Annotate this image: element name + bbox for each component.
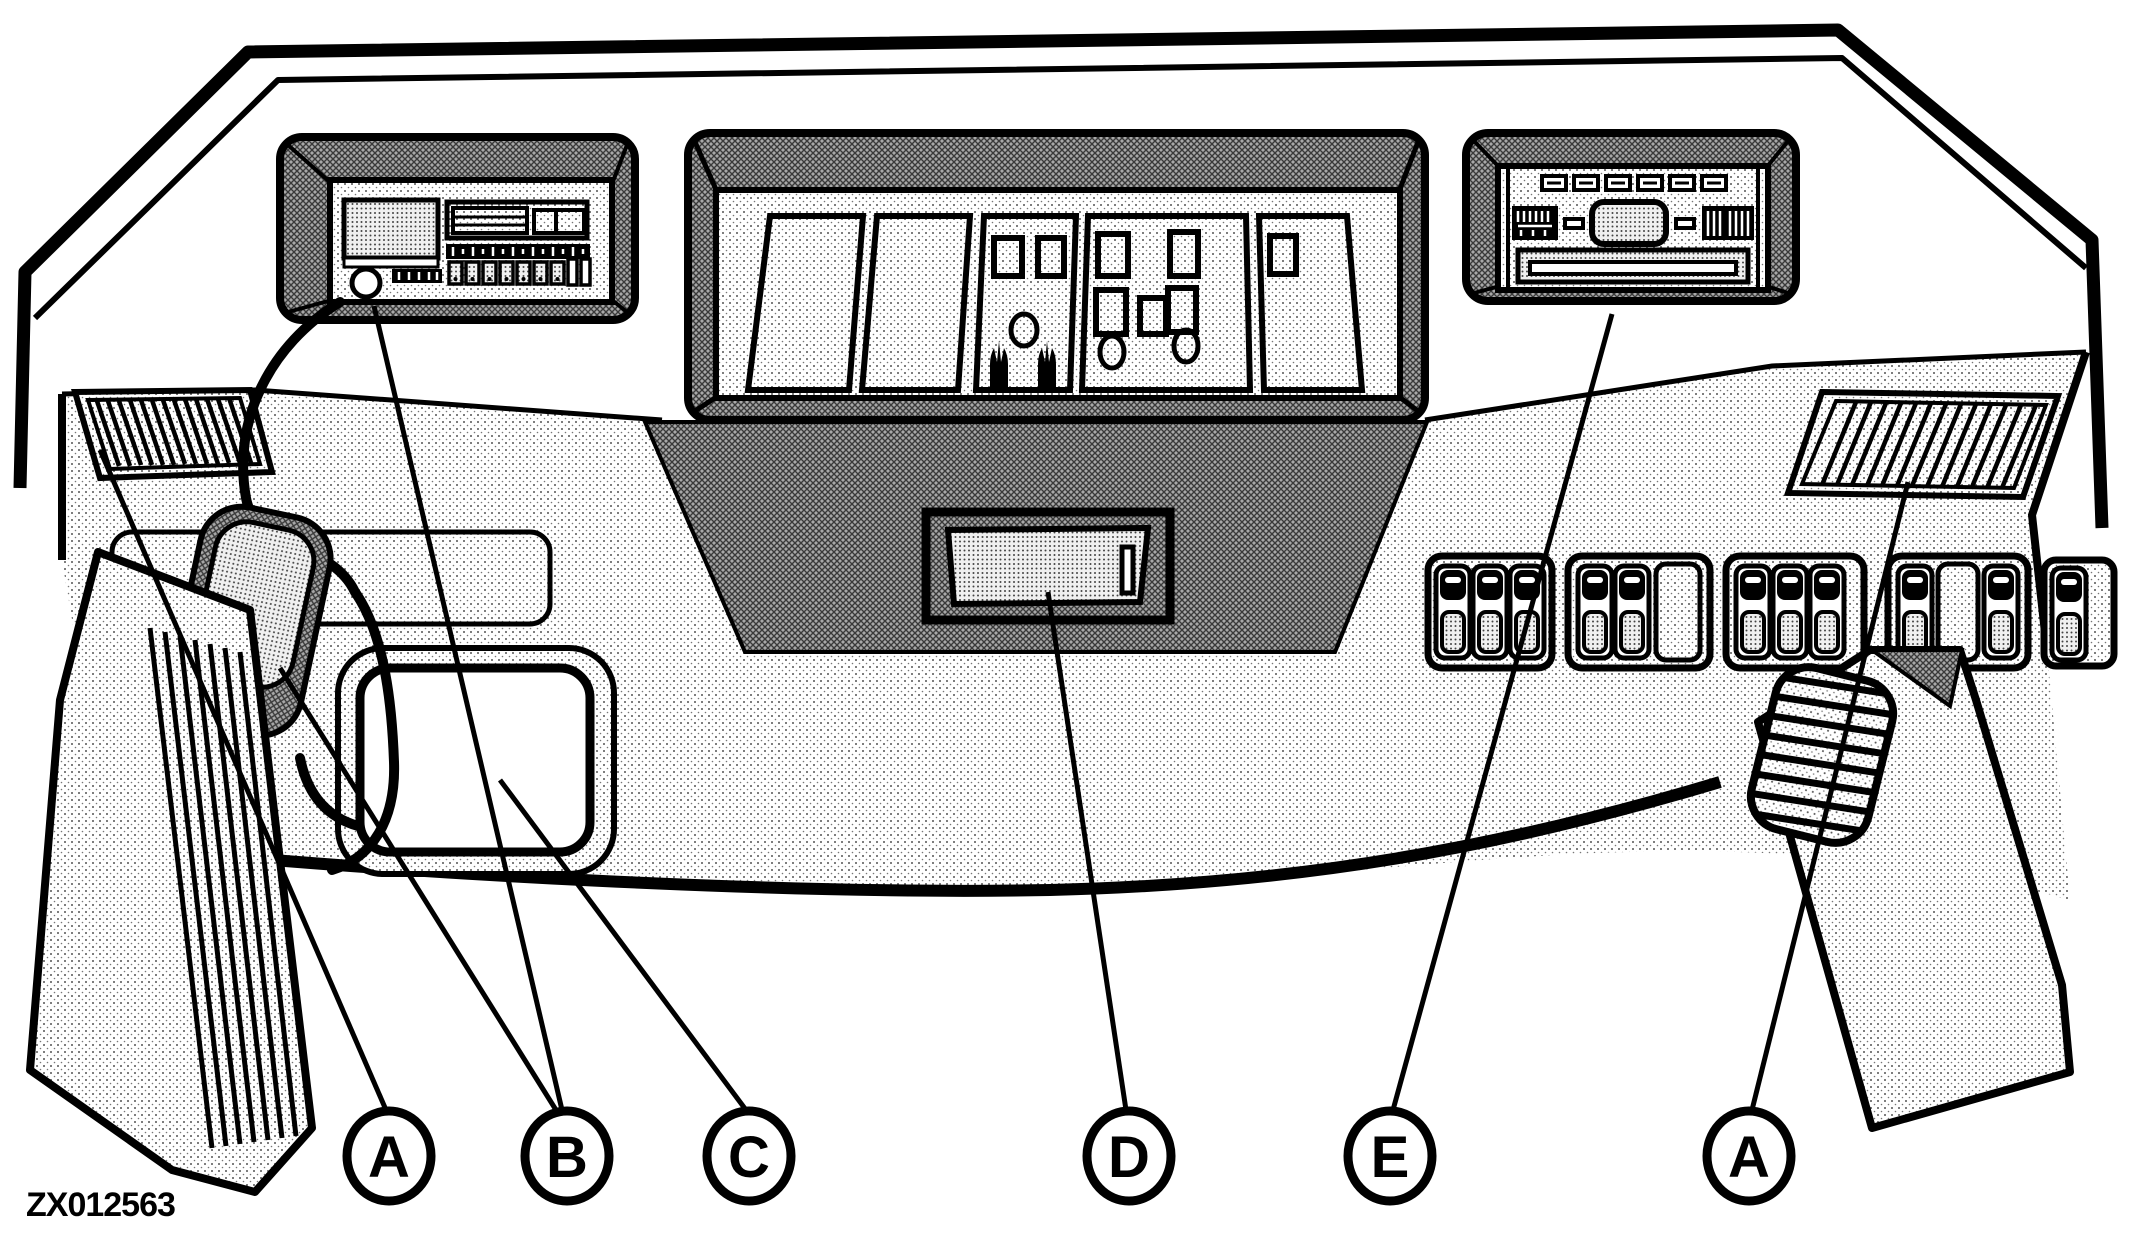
- callout-e: E: [1343, 1106, 1437, 1206]
- leader-b-microphone: [277, 666, 559, 1112]
- rocker-switch: [1736, 566, 1770, 658]
- center-tray-panel: [921, 507, 1175, 625]
- cassette-slot: [1528, 260, 1738, 276]
- heater-control-unit: [1462, 129, 1800, 305]
- blank-switch-plate: [1653, 561, 1703, 663]
- rocker-switch: [1578, 566, 1612, 658]
- indicator-panel-1: [972, 213, 1080, 393]
- control-buttons: [1540, 174, 1728, 192]
- rocker-switch: [1615, 566, 1649, 658]
- gauge-panel-2: [858, 213, 974, 393]
- callout-letter: E: [1371, 1125, 1410, 1190]
- leader-b-radio: [371, 305, 565, 1111]
- callout-b: B: [520, 1106, 614, 1206]
- switch-panel-group-2: [1564, 552, 1714, 672]
- switch-panel-group-5: [2040, 556, 2118, 670]
- radio-cassette-unit: [276, 133, 639, 324]
- callout-letter: D: [1108, 1125, 1150, 1190]
- callout-letter: C: [728, 1125, 770, 1190]
- cab-roof-outline: [13, 23, 2109, 529]
- rocker-switch: [1473, 566, 1507, 658]
- radio-display: [341, 197, 441, 261]
- switch-panel-group-3: [1722, 552, 1868, 672]
- rocker-switch: [1984, 566, 2018, 658]
- microphone-cable-end: [295, 753, 363, 831]
- left-air-vent: [71, 386, 276, 482]
- radio-preset-buttons: [447, 260, 566, 286]
- blank-switch-plate: [1935, 561, 1981, 663]
- microphone-cable: [238, 297, 400, 875]
- radio-knob: [349, 266, 383, 300]
- gauge-panel-1: [744, 213, 867, 393]
- tray-slot: [1119, 544, 1136, 596]
- leader-d: [1045, 591, 1129, 1111]
- rocker-switch: [2052, 568, 2086, 660]
- foot-pedal: [1743, 663, 1901, 847]
- instrument-cluster: [684, 129, 1429, 424]
- switch-panel-group-1: [1424, 552, 1556, 672]
- right-slider-scale: [1702, 206, 1754, 240]
- leader-lines: [97, 305, 1911, 1112]
- switch-panel-group-4: [1884, 552, 2032, 672]
- rocker-switch: [1436, 566, 1470, 658]
- callout-letter: B: [546, 1125, 588, 1190]
- callout-d: D: [1082, 1106, 1176, 1206]
- control-display: [1589, 199, 1669, 247]
- rocker-switch: [1810, 566, 1844, 658]
- figure-code: ZX012563: [26, 1186, 175, 1224]
- right-air-vent: [1783, 388, 2063, 501]
- callout-c: C: [702, 1106, 796, 1206]
- callout-a-right: A: [1702, 1106, 1796, 1206]
- rocker-switch: [1773, 566, 1807, 658]
- gauge-panel-3: [1255, 213, 1366, 393]
- left-steering-column: [26, 548, 316, 1196]
- leader-c: [497, 778, 749, 1112]
- callout-letter: A: [1728, 1125, 1770, 1190]
- callout-a-left: A: [342, 1106, 436, 1206]
- leader-a-right: [1749, 481, 1911, 1111]
- indicator-panel-2: [1078, 213, 1254, 393]
- leader-e: [1390, 313, 1615, 1111]
- callout-letter: A: [368, 1125, 410, 1190]
- leader-a-left: [97, 449, 389, 1111]
- rocker-switch: [1898, 566, 1932, 658]
